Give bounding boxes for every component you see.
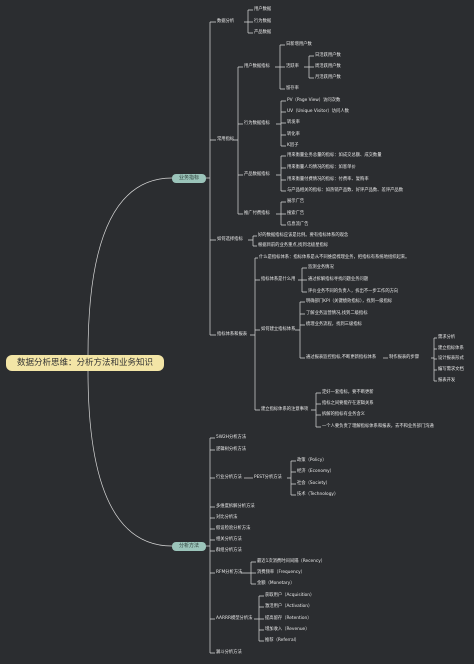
node-data-analysis[interactable]: 数据分析 [217, 19, 235, 24]
node-data-user[interactable]: 用户数据 [254, 7, 272, 12]
node-build-ops[interactable]: 了解业务运营情况,找到二级指标 [306, 311, 368, 316]
node-aarrr-acquisition[interactable]: 获取用户（Acquisition） [265, 593, 315, 598]
node-choose-metrics[interactable]: 如何选择指标 [217, 237, 243, 242]
node-search-ads[interactable]: 搜索广告 [287, 211, 305, 216]
node-what-monitor[interactable]: 监测业务情况 [308, 265, 334, 270]
spine-business [206, 22, 211, 335]
node-system-what[interactable]: 指标体系是什么用 [261, 277, 296, 282]
node-note-logic[interactable]: 指标之间要能存在逻辑关系 [322, 401, 374, 406]
link-root-business [87, 177, 173, 356]
node-wau[interactable]: 周活跃用户数 [315, 64, 341, 69]
node-system-build[interactable]: 如何建立指标体系 [261, 327, 296, 332]
node-rfm-recency[interactable]: 最近1次消费时间间隔（Recency） [257, 559, 326, 564]
node-data-product[interactable]: 产品数据 [254, 30, 272, 35]
node-uv[interactable]: UV（Unique Visitor）访问人数 [287, 109, 349, 114]
node-mau[interactable]: 月活跃用户数 [315, 75, 341, 80]
node-industry[interactable]: 行业分析方法 [216, 475, 242, 480]
node-step-design[interactable]: 设计报表形式 [438, 356, 464, 361]
node-pest-tech[interactable]: 技术（Technology） [297, 492, 339, 497]
node-note-meaning[interactable]: 拆解的指标有业务含义 [322, 412, 365, 417]
node-rfm[interactable]: RFM分析方法 [216, 570, 243, 575]
node-note-update[interactable]: 定好一套指标，要不断更新 [322, 390, 374, 395]
spine-methods [206, 438, 211, 653]
root-node[interactable]: 数据分析思维：分析方法和业务知识 [6, 355, 164, 371]
node-aarrr-retention[interactable]: 提高留存（Retention） [265, 616, 312, 621]
node-step-system[interactable]: 建立指标体系 [438, 346, 464, 351]
node-aarrr-revenue[interactable]: 增加收入（Revenue） [265, 627, 310, 632]
node-active-rate[interactable]: 活跃率 [286, 64, 299, 69]
node-multidim[interactable]: 多维度拆解分析方法 [216, 504, 255, 509]
node-promotion-metrics[interactable]: 推广付费指标 [244, 211, 270, 216]
node-product-total[interactable]: 用来衡量业务总量的指标：如成交总额、成交数量 [287, 153, 382, 158]
node-funnel[interactable]: 漏斗分析方法 [216, 650, 242, 655]
node-note-owner[interactable]: 一个人要负责了理解指标体系和报表，去不和业务部门沟通 [322, 424, 434, 429]
node-what-diagnose[interactable]: 通过拆解指标寻找问题业务问题 [308, 277, 369, 282]
node-rfm-frequency[interactable]: 消费频率（Frequency） [257, 570, 305, 575]
node-rfm-monetary[interactable]: 金额（Monetary） [257, 581, 295, 586]
node-product-avg[interactable]: 用来衡量人均情况的指标：如客单价 [287, 165, 356, 170]
node-system-intro[interactable]: 什么是指标体系：指标体系是从不同维度梳理业务，把指标有系统地组织起来。 [259, 255, 410, 260]
node-cohort[interactable]: 群组分析方法 [216, 548, 242, 553]
node-k-factor[interactable]: K因子 [287, 143, 299, 148]
node-logic-tree[interactable]: 逻辑树分析方法 [216, 447, 247, 452]
node-step-needs[interactable]: 需求分析 [438, 335, 456, 340]
node-pest-economy[interactable]: 经济（Economy） [297, 469, 334, 474]
node-report-steps[interactable]: 制作报表的步骤 [389, 355, 420, 360]
node-user-metrics[interactable]: 用户数据指标 [244, 64, 270, 69]
node-retain-rate[interactable]: 留存率 [286, 86, 299, 91]
node-behavior-metrics[interactable]: 行为数据指标 [244, 121, 270, 126]
node-pest-society[interactable]: 社会（Society） [297, 481, 330, 486]
node-product-related[interactable]: 与产品相关的指标：如热销产品数、好评产品数、差评产品数 [287, 188, 404, 193]
node-step-dev[interactable]: 报表开发 [438, 378, 456, 383]
node-choose-northstar[interactable]: 根据目前的业务重点,找到北极星指标 [258, 243, 329, 248]
node-conversion-rate[interactable]: 转化率 [287, 132, 300, 137]
node-pest[interactable]: PEST分析方法 [254, 475, 282, 480]
node-dau[interactable]: 日活跃用户数 [315, 53, 341, 58]
node-pest-policy[interactable]: 政策（Policy） [297, 458, 327, 463]
node-display-ads[interactable]: 展示广告 [287, 199, 305, 204]
node-build-report[interactable]: 通过报表监控指标,不断更新指标体系 [306, 355, 377, 360]
node-hypothesis[interactable]: 假设检验分析方法 [216, 526, 251, 531]
node-metric-system[interactable]: 指标体系和报表 [217, 332, 248, 337]
node-aarrr-activation[interactable]: 激活用户（Activation） [265, 604, 313, 609]
main-node-methods[interactable]: 分析方法 [172, 542, 206, 551]
node-5w2h[interactable]: 5W2H分析方法 [216, 435, 247, 440]
node-aarrr-referral[interactable]: 推荐（Referral） [265, 638, 300, 643]
node-product-paid[interactable]: 用来衡量付费情况的指标：付费率、复购率 [287, 177, 369, 182]
node-what-evaluate[interactable]: 评价业务不同的负责人，拆出不一步工作的方向 [308, 289, 399, 294]
main-node-business[interactable]: 业务指标 [172, 174, 206, 183]
node-correlation[interactable]: 相关分析方法 [216, 537, 242, 542]
node-compare[interactable]: 对比分析法 [216, 515, 238, 520]
node-daily-new[interactable]: 日新增用户数 [286, 42, 312, 47]
node-product-metrics[interactable]: 产品数据指标 [244, 172, 270, 177]
node-feed-ads[interactable]: 信息流广告 [287, 222, 309, 227]
node-pv[interactable]: PV（Page View）访问次数 [287, 98, 341, 103]
node-forward-rate[interactable]: 转发率 [287, 120, 300, 125]
node-step-doc[interactable]: 编写需求文档 [438, 367, 464, 372]
link-root-methods [87, 370, 173, 547]
node-system-notes[interactable]: 建立指标体系的注意事项 [261, 407, 309, 412]
node-common-metrics[interactable]: 常用指标 [217, 137, 235, 142]
node-build-flow[interactable]: 梳理业务流程，找到三级指标 [306, 322, 362, 327]
node-choose-ratio[interactable]: 好的数据指标应该是比例。要有指标体系的观念 [258, 233, 349, 238]
node-data-behavior[interactable]: 行为数据 [254, 19, 272, 24]
node-aarrr[interactable]: AARRR模型分析法 [216, 616, 253, 621]
node-build-kpi[interactable]: 明确部门KPI（关键绩效指标），找到一级指标 [306, 299, 393, 304]
